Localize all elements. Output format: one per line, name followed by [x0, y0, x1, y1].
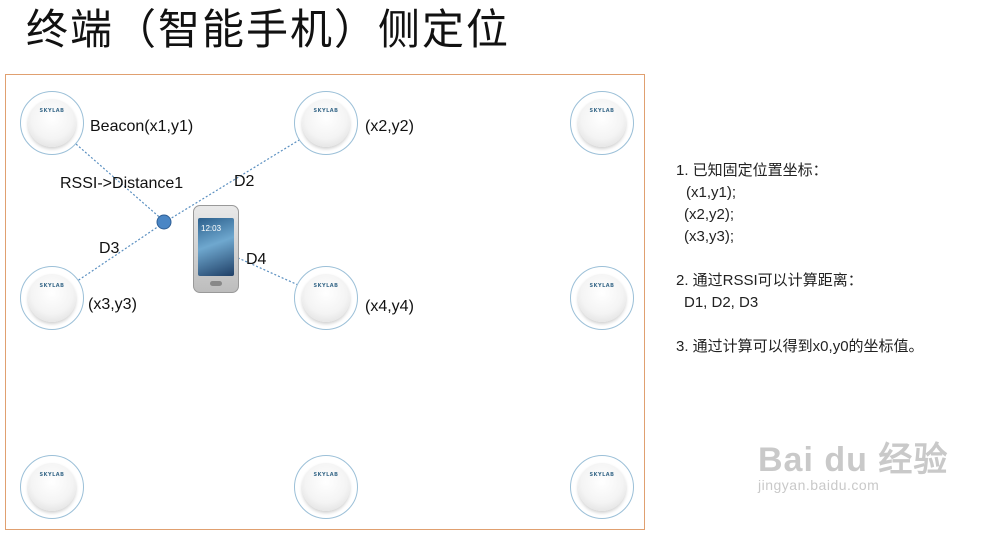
label-beacon-2: (x2,y2)	[365, 118, 414, 136]
beacon-mid-right: SKYLAB	[570, 266, 634, 330]
label-beacon-4: (x4,y4)	[365, 298, 414, 316]
beacon-bottom-middle: SKYLAB	[294, 455, 358, 519]
label-beacon-1: Beacon(x1,y1)	[90, 118, 193, 136]
note-step-3: 3. 通过计算可以得到x0,y0的坐标值。	[676, 336, 924, 358]
label-beacon-3: (x3,y3)	[88, 296, 137, 314]
estimated-position-dot	[157, 215, 171, 229]
explanation-notes: 1. 已知固定位置坐标： (x1,y1); (x2,y2); (x3,y3); …	[676, 160, 924, 358]
label-d3: D3	[99, 240, 119, 258]
label-d2: D2	[234, 173, 254, 191]
phone-clock: 12:03	[201, 224, 221, 233]
note-step-2: 2. 通过RSSI可以计算距离：	[676, 270, 924, 292]
beacon-top-right: SKYLAB	[570, 91, 634, 155]
beacon-3: SKYLAB	[20, 266, 84, 330]
label-rssi-distance: RSSI->Distance1	[60, 175, 183, 193]
beacon-1: SKYLAB	[20, 91, 84, 155]
watermark-brand: Bai du 经验	[758, 432, 948, 481]
note-coord-3: (x3,y3);	[676, 226, 924, 248]
beacon-4: SKYLAB	[294, 266, 358, 330]
note-distances: D1, D2, D3	[676, 292, 924, 314]
note-step-1: 1. 已知固定位置坐标：	[676, 160, 924, 182]
beacon-bottom-right: SKYLAB	[570, 455, 634, 519]
baidu-watermark: Bai du 经验 jingyan.baidu.com	[758, 432, 948, 493]
smartphone-icon: 12:03	[193, 205, 239, 293]
beacon-2: SKYLAB	[294, 91, 358, 155]
beacon-bottom-left: SKYLAB	[20, 455, 84, 519]
note-coord-2: (x2,y2);	[676, 204, 924, 226]
label-d4: D4	[246, 251, 266, 269]
note-coord-1: (x1,y1);	[676, 182, 924, 204]
